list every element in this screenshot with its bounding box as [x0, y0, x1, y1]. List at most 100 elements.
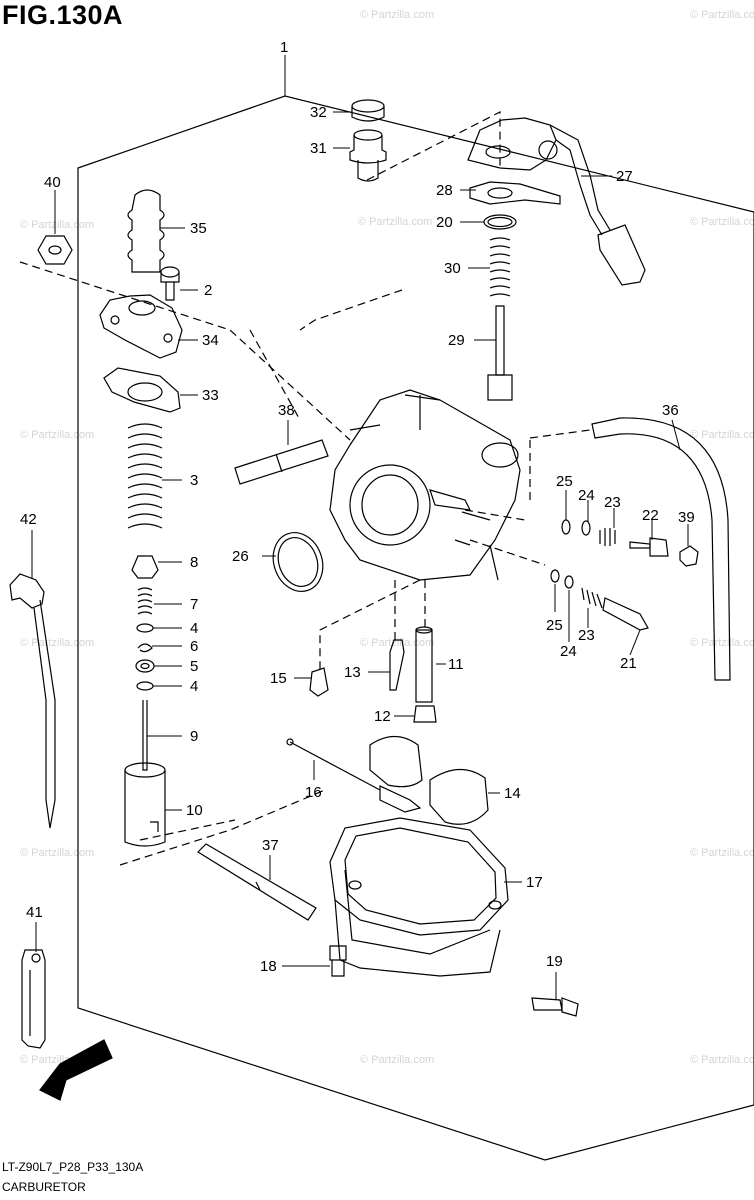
guide-lines — [19, 111, 591, 866]
part-17-float-bowl-gasket — [329, 817, 509, 936]
part-30-spring — [489, 237, 511, 297]
part-4-washer-lower — [136, 681, 154, 691]
callout-3: 3 — [190, 472, 198, 489]
watermark: © Partzilla.com — [20, 847, 94, 859]
part-26-o-ring — [272, 532, 324, 592]
callout-28: 28 — [436, 182, 453, 199]
leader-lines — [31, 55, 689, 1000]
callout-30: 30 — [444, 260, 461, 277]
part-23-spring-upper — [599, 528, 616, 546]
part-4-washer-upper — [136, 623, 154, 633]
watermark: © Partzilla.com — [690, 216, 754, 228]
callout-6: 6 — [190, 638, 198, 655]
part-31-plug — [349, 129, 387, 182]
callout-2: 2 — [204, 282, 212, 299]
callout-24: 24 — [578, 487, 595, 504]
callout-37: 37 — [262, 837, 279, 854]
carburetor-body — [329, 389, 521, 581]
callout-36: 36 — [662, 402, 679, 419]
callout-15: 15 — [270, 670, 287, 687]
part-22-screw — [629, 537, 669, 557]
watermark-layer: © Partzilla.com © Partzilla.com © Partzi… — [20, 9, 754, 1066]
part-37-tube — [197, 843, 317, 921]
float-bowl — [334, 869, 502, 977]
part-24-washer-lower — [564, 575, 574, 589]
callout-22: 22 — [642, 507, 659, 524]
part-38-tube — [234, 439, 329, 485]
watermark: © Partzilla.com — [360, 637, 434, 649]
part-5-ring — [135, 659, 155, 673]
callout-5: 5 — [190, 658, 198, 675]
part-19-drain-screw — [531, 997, 579, 1017]
part-24-washer-upper — [581, 520, 591, 536]
watermark: © Partzilla.com — [690, 847, 754, 859]
callout-4: 4 — [190, 620, 198, 637]
part-32-cap — [351, 99, 385, 122]
watermark: © Partzilla.com — [690, 1054, 754, 1066]
callout-25: 25 — [546, 617, 563, 634]
watermark: © Partzilla.com — [690, 637, 754, 649]
watermark: © Partzilla.com — [360, 1054, 434, 1066]
part-42-strap — [9, 573, 56, 829]
callout-35: 35 — [190, 220, 207, 237]
part-36-hose — [591, 417, 731, 681]
part-27-choke-lever — [467, 117, 646, 286]
part-23-spring-lower — [581, 587, 603, 609]
part-20-o-ring — [483, 214, 517, 230]
part-14-float — [369, 735, 489, 825]
callout-7: 7 — [190, 596, 198, 613]
callout-27: 27 — [616, 168, 633, 185]
watermark: © Partzilla.com — [360, 9, 434, 21]
callout-9: 9 — [190, 728, 198, 745]
watermark: © Partzilla.com — [690, 429, 754, 441]
callout-29: 29 — [448, 332, 465, 349]
callout-21: 21 — [620, 655, 637, 672]
callout-23: 23 — [578, 627, 595, 644]
part-25-o-ring-upper — [561, 519, 571, 535]
callout-24: 24 — [560, 643, 577, 660]
part-18-screw — [329, 945, 347, 977]
callout-38: 38 — [278, 402, 295, 419]
callout-8: 8 — [190, 554, 198, 571]
part-6-clip — [137, 643, 153, 653]
part-39-cap — [679, 545, 699, 567]
callout-13: 13 — [344, 664, 361, 681]
part-34-top-cap — [99, 294, 183, 359]
callout-19: 19 — [546, 953, 563, 970]
callout-20: 20 — [436, 214, 453, 231]
callout-10: 10 — [186, 802, 203, 819]
part-15-jet — [309, 667, 329, 697]
callout-14: 14 — [504, 785, 521, 802]
figure-title: FIG.130A — [2, 0, 124, 30]
callout-34: 34 — [202, 332, 219, 349]
part-8-clip — [131, 555, 159, 579]
part-16-float-pin — [286, 738, 381, 791]
diagram-code: LT-Z90L7_P28_P33_130A — [2, 1160, 144, 1174]
callout-41: 41 — [26, 904, 43, 921]
callout-25: 25 — [556, 473, 573, 490]
part-13-needle-jet — [389, 639, 405, 691]
watermark: © Partzilla.com — [690, 9, 754, 21]
callout-32: 32 — [310, 104, 327, 121]
callout-31: 31 — [310, 140, 327, 157]
part-2-screw — [160, 266, 180, 301]
part-7-spring — [137, 587, 153, 615]
watermark: © Partzilla.com — [20, 429, 94, 441]
callout-33: 33 — [202, 387, 219, 404]
fwd-arrow-icon — [39, 1039, 113, 1101]
part-9-needle — [142, 700, 148, 771]
callout-11: 11 — [448, 656, 464, 673]
callout-23: 23 — [604, 494, 621, 511]
callout-4: 4 — [190, 678, 198, 695]
callout-40: 40 — [44, 174, 61, 191]
callout-39: 39 — [678, 509, 695, 526]
callout-1: 1 — [280, 39, 288, 56]
callout-42: 42 — [20, 511, 37, 528]
part-25-o-ring-lower — [550, 569, 560, 583]
part-41-bracket — [21, 949, 46, 1049]
section-name: CARBURETOR — [2, 1180, 86, 1194]
part-40-nut — [37, 235, 73, 265]
callout-18: 18 — [260, 958, 277, 975]
watermark: © Partzilla.com — [20, 637, 94, 649]
